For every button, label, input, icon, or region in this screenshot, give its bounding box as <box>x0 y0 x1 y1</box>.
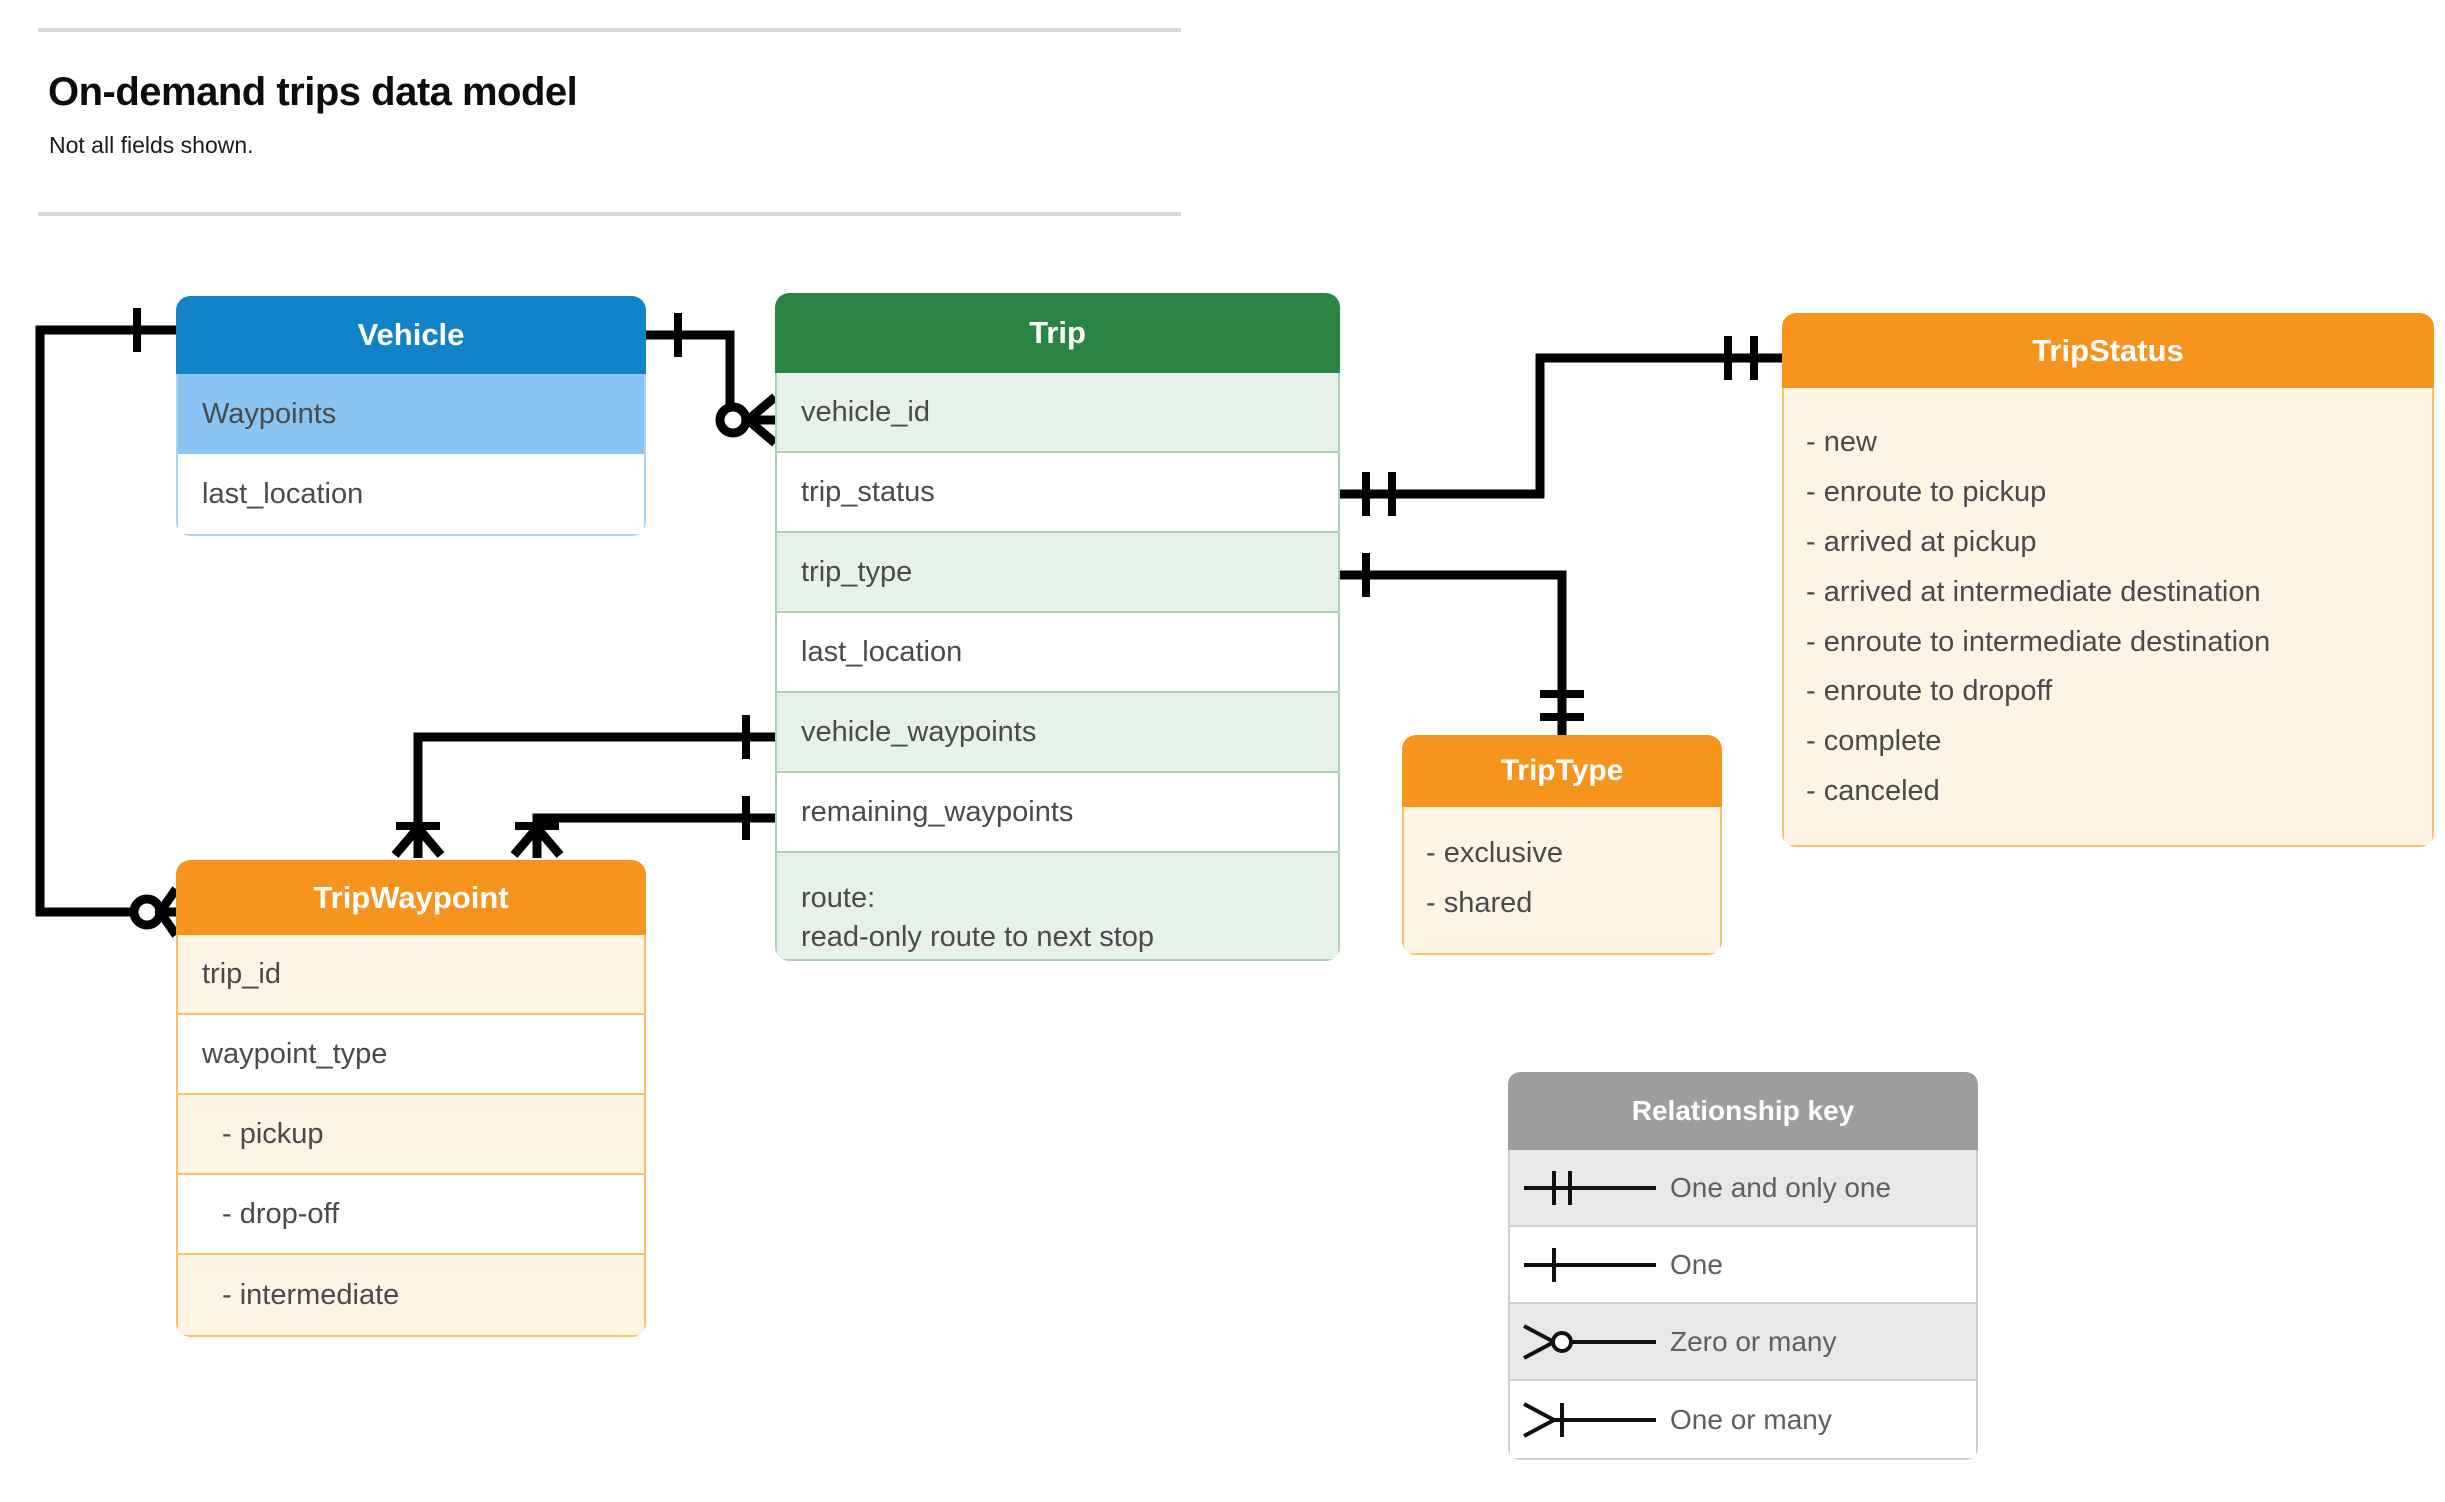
entity-trip-fields: vehicle_id trip_status trip_type last_lo… <box>775 373 1340 961</box>
wire-vehicle-waypoints <box>413 732 775 832</box>
entity-trip-status-values: - new - enroute to pickup - arrived at p… <box>1782 388 2434 848</box>
enum-value: - enroute to intermediate destination <box>1806 625 2271 658</box>
wire-waypoints-to-tripwaypoint <box>35 325 176 917</box>
field-row[interactable]: remaining_waypoints <box>777 773 1338 853</box>
header-divider-top <box>38 28 1181 32</box>
field-row[interactable]: trip_status <box>777 453 1338 533</box>
enum-value: - complete <box>1806 725 1942 758</box>
field-row[interactable]: last_location <box>178 454 644 534</box>
enum-value: - arrived at intermediate destination <box>1806 575 2261 608</box>
legend-rows: One and only one One <box>1508 1150 1978 1460</box>
field-row[interactable]: - drop-off <box>178 1175 644 1255</box>
entity-trip-waypoint-fields: trip_id waypoint_type - pickup - drop-of… <box>176 935 646 1337</box>
entity-trip-status[interactable]: TripStatus - new - enroute to pickup - a… <box>1782 313 2434 848</box>
wire-remaining-waypoints <box>532 813 775 832</box>
entity-trip-type-values: - exclusive - shared <box>1402 807 1722 955</box>
enum-value: - shared <box>1426 886 1533 919</box>
field-row[interactable]: trip_id <box>178 935 644 1015</box>
enum-value: - enroute to dropoff <box>1806 675 2053 708</box>
entity-trip-type[interactable]: TripType - exclusive - shared <box>1402 735 1722 955</box>
header-divider-bottom <box>38 212 1181 216</box>
entity-vehicle-title: Vehicle <box>176 296 646 374</box>
entity-trip-waypoint[interactable]: TripWaypoint trip_id waypoint_type - pic… <box>176 860 646 1337</box>
legend-item-label: One and only one <box>1670 1171 1892 1203</box>
wire-vehicle-to-trip <box>646 330 757 425</box>
field-row[interactable]: - pickup <box>178 1095 644 1175</box>
field-row[interactable]: last_location <box>777 613 1338 693</box>
field-row[interactable]: vehicle_id <box>777 373 1338 453</box>
legend-item-label: One <box>1670 1248 1723 1280</box>
legend-item: One <box>1510 1227 1976 1304</box>
entity-trip-status-title: TripStatus <box>1782 313 2434 388</box>
entity-trip-type-title: TripType <box>1402 735 1722 807</box>
legend-item: One and only one <box>1510 1150 1976 1227</box>
one-and-only-one-icon <box>1510 1163 1670 1213</box>
enum-value: - exclusive <box>1426 837 1563 869</box>
entity-trip[interactable]: Trip vehicle_id trip_status trip_type la… <box>775 293 1340 961</box>
field-row[interactable]: route: read-only route to next stop <box>777 853 1338 959</box>
enum-value: - arrived at pickup <box>1806 525 2037 558</box>
field-row[interactable]: trip_type <box>777 533 1338 613</box>
legend-item: One or many <box>1510 1381 1976 1458</box>
entity-vehicle-fields: Waypoints last_location <box>176 374 646 536</box>
wire-tripstatus <box>1340 353 1782 499</box>
enum-value: - enroute to pickup <box>1806 475 2047 508</box>
field-row[interactable]: waypoint_type <box>178 1015 644 1095</box>
legend-title: Relationship key <box>1508 1072 1978 1150</box>
page-subtitle: Not all fields shown. <box>49 132 254 158</box>
wire-triptype <box>1340 570 1567 735</box>
field-row[interactable]: - intermediate <box>178 1255 644 1335</box>
one-or-many-icon <box>1510 1395 1670 1445</box>
field-row[interactable]: vehicle_waypoints <box>777 693 1338 773</box>
entity-trip-title: Trip <box>775 293 1340 373</box>
entity-vehicle[interactable]: Vehicle Waypoints last_location <box>176 296 646 536</box>
zero-or-many-icon <box>1510 1317 1670 1367</box>
one-icon <box>1510 1240 1670 1290</box>
legend-item-label: One or many <box>1670 1403 1832 1435</box>
entity-trip-waypoint-title: TripWaypoint <box>176 860 646 935</box>
enum-value: - new <box>1806 426 1877 458</box>
page-title: On-demand trips data model <box>48 70 578 114</box>
legend-item: Zero or many <box>1510 1304 1976 1381</box>
relationship-key-legend: Relationship key One and only one <box>1508 1072 1978 1460</box>
legend-item-label: Zero or many <box>1670 1325 1837 1357</box>
field-row[interactable]: Waypoints <box>178 374 644 454</box>
enum-value: - canceled <box>1806 775 1940 808</box>
